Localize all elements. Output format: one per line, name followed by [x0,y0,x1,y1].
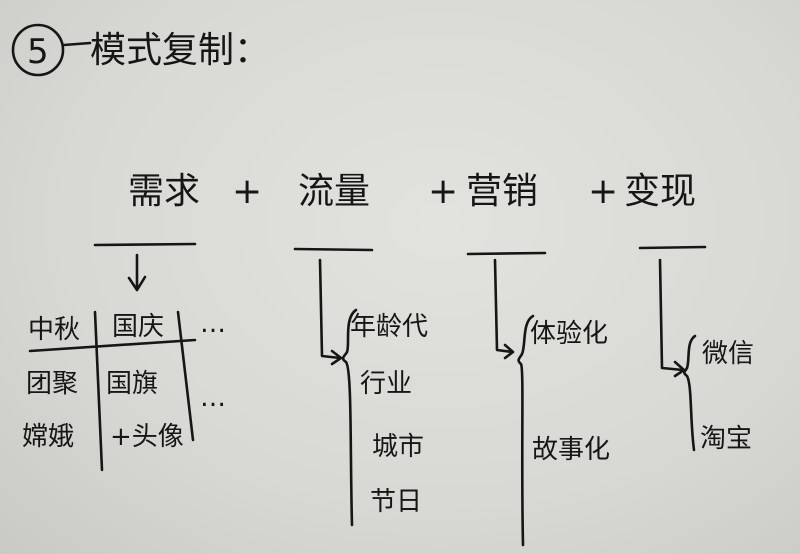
formula-demand: 需求 [128,171,200,212]
heading-dash [62,41,92,47]
plus-1: + [232,171,262,212]
number-circle [11,23,65,77]
underline-demand [93,242,197,247]
arrow-right-icon [658,258,686,378]
marketing-item: 体验化 [530,319,608,349]
traffic-item: 行业 [360,369,412,399]
formula-marketing: 营销 [466,171,538,212]
monetization-item-taobao: 淘宝 [700,424,752,454]
table-header-mid-autumn: 中秋 [28,315,80,345]
underline-monetization [638,245,707,250]
arrow-down-icon [127,253,147,292]
marketing-item: 故事化 [532,435,610,465]
traffic-item: 城市 [372,432,424,462]
table-ellipsis-2: … [200,383,226,413]
underline-traffic [293,247,374,252]
table-col-line-2 [176,310,195,442]
traffic-item: 年龄代 [350,312,428,342]
arrow-right-icon [493,258,515,360]
table-header-line [28,338,197,353]
underline-marketing [466,251,547,256]
table-col-line-1 [93,310,104,472]
monetization-item-wechat: 微信 [702,339,754,369]
brace-marketing [517,314,535,547]
table-cell: 国旗 [106,369,158,399]
brace-traffic [341,308,358,527]
heading-number: 5 [27,32,49,72]
formula-traffic: 流量 [298,171,370,212]
table-header-national-day: 国庆 [112,312,164,342]
plus-2: + [428,171,458,212]
table-cell: +头像 [110,422,184,452]
plus-3: + [588,171,618,212]
brace-monetization [682,334,697,452]
traffic-item: 节日 [370,487,422,517]
heading-title: 模式复制： [90,30,270,71]
table-cell: 嫦娥 [22,422,74,452]
formula-monetization: 变现 [624,171,696,212]
table-ellipsis-1: … [200,309,226,339]
table-cell: 团聚 [26,369,78,399]
arrow-right-icon [318,258,343,366]
